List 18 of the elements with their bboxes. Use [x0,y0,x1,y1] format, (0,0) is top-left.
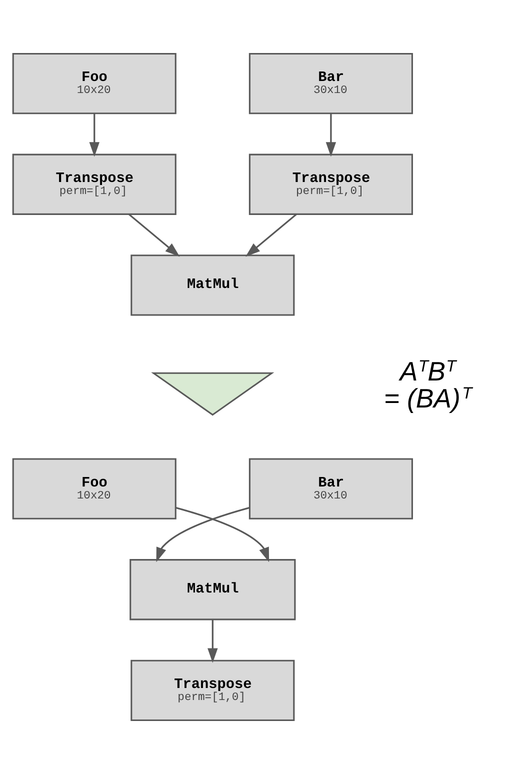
node-box: MatMul [129,558,296,620]
node-box: Bar 30x10 [248,52,412,114]
node-arrow [150,372,274,416]
arrow [325,112,336,156]
node-box: Foo 10x20 [12,52,176,114]
node-box: Bar 30x10 [248,458,412,519]
arrow [207,619,218,662]
label: A$^{T}$B$^{T}$ = (BA)$^{T}$ [383,356,472,413]
arrow [174,506,269,562]
arrow [128,213,180,256]
node-box: Transpose perm=[1,0] [248,153,412,214]
arrow [88,112,99,156]
node-box: MatMul [130,254,294,316]
node-box: Foo 10x20 [12,458,176,519]
node-box: Transpose perm=[1,0] [130,659,294,721]
arrow [245,213,296,256]
arrow [156,506,250,562]
node-box: Transpose perm=[1,0] [12,153,176,214]
